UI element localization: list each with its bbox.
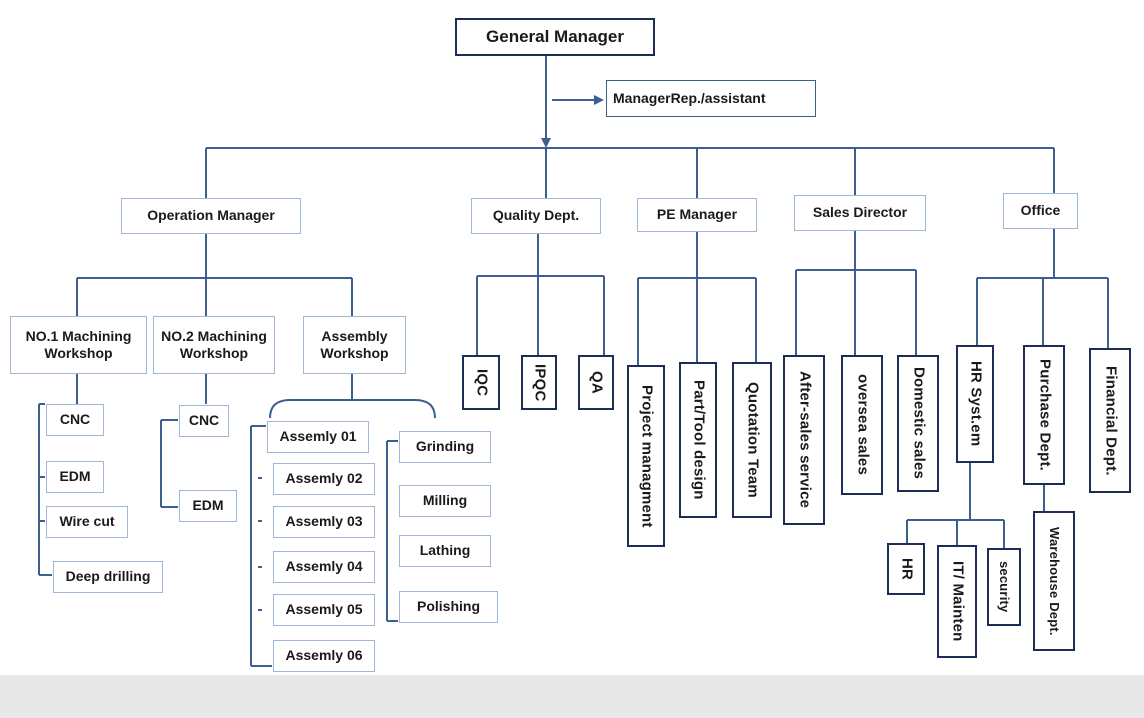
lathing-box[interactable]: Lathing [399, 535, 491, 567]
no1-workshop-box[interactable]: NO.1 Machining Workshop [10, 316, 147, 374]
ipqc-box[interactable]: IPQC [521, 355, 557, 410]
no1-deep-drilling-box[interactable]: Deep drilling [53, 561, 163, 593]
org-chart: General Manager ManagerRep./assistant Op… [0, 0, 1144, 675]
general-manager-box[interactable]: General Manager [455, 18, 655, 56]
assembly-workshop-box[interactable]: Assembly Workshop [303, 316, 406, 374]
quality-dept-box[interactable]: Quality Dept. [471, 198, 601, 234]
iqc-box[interactable]: IQC [462, 355, 500, 410]
it-mainten-box[interactable]: IT/ Mainten [937, 545, 977, 658]
quotation-team-box[interactable]: Quotation Team [732, 362, 772, 518]
connector-lines [38, 55, 1109, 667]
no1-wire-cut-box[interactable]: Wire cut [46, 506, 128, 538]
part-tool-design-box[interactable]: Part/Tool design [679, 362, 717, 518]
financial-dept-box[interactable]: Financial Dept. [1089, 348, 1131, 493]
sales-director-box[interactable]: Sales Director [794, 195, 926, 231]
hr-box[interactable]: HR [887, 543, 925, 595]
no2-edm-box[interactable]: EDM [179, 490, 237, 522]
polishing-box[interactable]: Polishing [399, 591, 498, 623]
purchase-dept-box[interactable]: Purchase Dept. [1023, 345, 1065, 485]
office-box[interactable]: Office [1003, 193, 1078, 229]
no2-cnc-box[interactable]: CNC [179, 405, 229, 437]
security-box[interactable]: security [987, 548, 1021, 626]
grinding-box[interactable]: Grinding [399, 431, 491, 463]
assembly-04-box[interactable]: Assemly 04 [273, 551, 375, 583]
assembly-02-box[interactable]: Assemly 02 [273, 463, 375, 495]
manager-rep-box[interactable]: ManagerRep./assistant [606, 80, 816, 117]
domestic-sales-box[interactable]: Domestic sales [897, 355, 939, 492]
assembly-03-box[interactable]: Assemly 03 [273, 506, 375, 538]
assembly-01-box[interactable]: Assemly 01 [267, 421, 369, 453]
no1-cnc-box[interactable]: CNC [46, 404, 104, 436]
project-management-box[interactable]: Project managment [627, 365, 665, 547]
pe-manager-box[interactable]: PE Manager [637, 198, 757, 232]
milling-box[interactable]: Milling [399, 485, 491, 517]
hr-system-box[interactable]: HR Syst.em [956, 345, 994, 463]
assembly-05-box[interactable]: Assemly 05 [273, 594, 375, 626]
oversea-sales-box[interactable]: oversea sales [841, 355, 883, 495]
qa-box[interactable]: QA [578, 355, 614, 410]
no1-edm-box[interactable]: EDM [46, 461, 104, 493]
no2-workshop-box[interactable]: NO.2 Machining Workshop [153, 316, 275, 374]
warehouse-dept-box[interactable]: Warehouse Dept. [1033, 511, 1075, 651]
after-sales-service-box[interactable]: After-sales service [783, 355, 825, 525]
operation-manager-box[interactable]: Operation Manager [121, 198, 301, 234]
assembly-06-box[interactable]: Assemly 06 [273, 640, 375, 672]
